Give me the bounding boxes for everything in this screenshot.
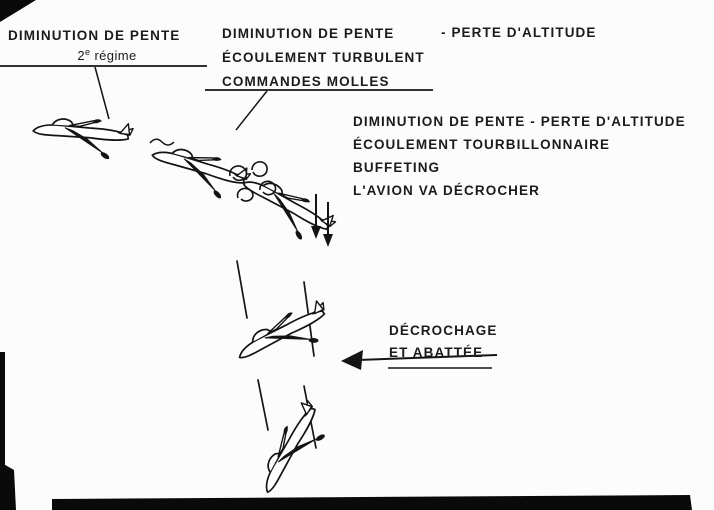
stage3-line4: L'AVION VA DÉCROCHER	[353, 183, 540, 198]
stage2-leader-line	[235, 90, 268, 131]
stage2-line1: DIMINUTION DE PENTE	[222, 26, 395, 41]
aircraft-stage-4-icon	[229, 297, 338, 374]
stage2-line2: ÉCOULEMENT TURBULENT	[222, 50, 425, 65]
stage1-caption: DIMINUTION DE PENTE 2e régime	[8, 28, 206, 63]
stage2-caption: DIMINUTION DE PENTE ÉCOULEMENT TURBULENT…	[222, 22, 425, 94]
aircraft-stage-5-icon	[247, 397, 338, 503]
scan-artifacts	[0, 0, 692, 510]
stage2-line3: COMMANDES MOLLES	[222, 74, 390, 89]
stage4-line1: DÉCROCHAGE	[389, 323, 498, 338]
stage4-caption: DÉCROCHAGE ET ABATTÉE	[389, 320, 498, 364]
caption-underlines	[0, 65, 433, 91]
aircraft-stage-2-icon	[145, 132, 253, 208]
aircraft-stage-1-icon	[29, 106, 135, 165]
vortex-swirls	[229, 161, 277, 202]
sink-arrows-icon	[311, 194, 333, 247]
stage1-title: DIMINUTION DE PENTE	[8, 28, 181, 43]
stage3-line3: BUFFETING	[353, 160, 441, 175]
stage1-leader-line	[94, 66, 110, 120]
stage2-altitude-note: - PERTE D'ALTITUDE	[441, 25, 597, 40]
stage3-line1: DIMINUTION DE PENTE - PERTE D'ALTITUDE	[353, 114, 686, 129]
stage1-regime: 2e régime	[77, 47, 137, 63]
leader-lines	[94, 66, 268, 131]
aircraft-stage-3-icon	[233, 162, 339, 253]
stage3-caption: DIMINUTION DE PENTE - PERTE D'ALTITUDE É…	[353, 110, 686, 202]
turbulence-squiggle	[149, 138, 175, 146]
stall-arrow-icon	[341, 350, 498, 370]
stage3-line2: ÉCOULEMENT TOURBILLONNAIRE	[353, 137, 611, 152]
stage4-line2: ET ABATTÉE	[389, 345, 484, 360]
